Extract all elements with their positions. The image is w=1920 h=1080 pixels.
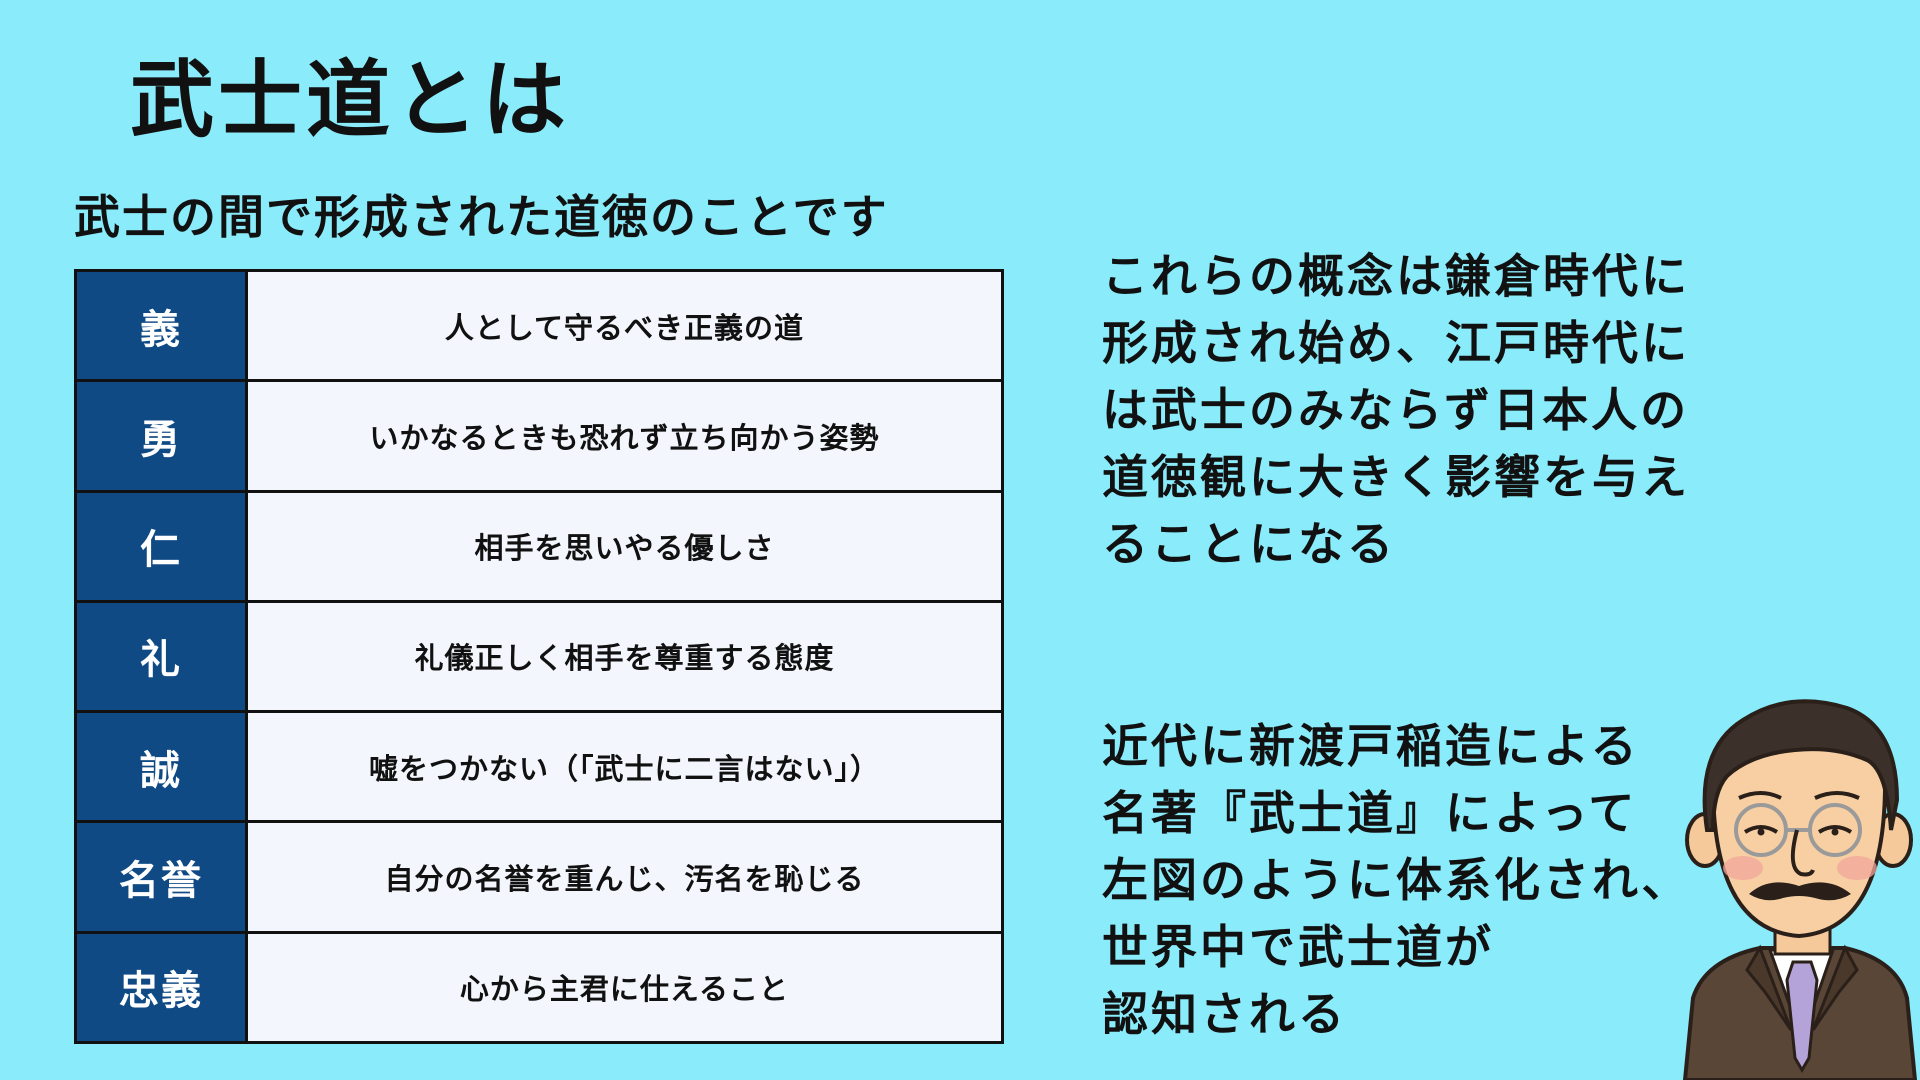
paragraph-line: 世界中で武士道が (1102, 920, 1494, 974)
virtues-table: 義 人として守るべき正義の道 勇 いかなるときも恐れず立ち向かう姿勢 仁 相手を… (74, 268, 1004, 1045)
virtue-description: 礼儀正しく相手を尊重する態度 (245, 599, 1004, 714)
table-row: 義 人として守るべき正義の道 (74, 268, 1004, 383)
paragraph-line: これらの概念は鎌倉時代に (1102, 249, 1690, 303)
paragraph-line: 形成され始め、江戸時代に (1102, 316, 1690, 370)
nitobe-portrait-icon (1682, 699, 1918, 1080)
virtue-description: 人として守るべき正義の道 (245, 268, 1004, 383)
virtue-term: 礼 (74, 599, 248, 714)
paragraph-line: 認知される (1102, 987, 1347, 1041)
virtue-term: 義 (74, 268, 248, 383)
table-row: 忠義 心から主君に仕えること (74, 930, 1004, 1045)
virtue-description: 自分の名誉を重んじ、汚名を恥じる (245, 820, 1004, 934)
table-row: 誠 嘘をつかない（「武士に二言はない」） (74, 710, 1004, 824)
virtue-description: 心から主君に仕えること (245, 930, 1004, 1045)
table-row: 仁 相手を思いやる優しさ (74, 489, 1004, 603)
table-row: 名誉 自分の名誉を重んじ、汚名を恥じる (74, 820, 1004, 934)
paragraph-line: 道徳観に大きく影響を与え (1102, 450, 1690, 504)
virtue-description: 嘘をつかない（「武士に二言はない」） (245, 710, 1004, 824)
nitobe-paragraph: 近代に新渡戸稲造による 名著『武士道』によって 左図のように体系化され、 世界中… (1102, 713, 1691, 1048)
virtue-term: 名誉 (74, 820, 248, 934)
table-row: 礼 礼儀正しく相手を尊重する態度 (74, 599, 1004, 714)
slide-title: 武士道とは (130, 51, 571, 149)
table-row: 勇 いかなるときも恐れず立ち向かう姿勢 (74, 379, 1004, 493)
paragraph-line: ることになる (1102, 517, 1396, 571)
virtue-term: 忠義 (74, 930, 248, 1045)
virtue-term: 誠 (74, 710, 248, 824)
paragraph-line: 左図のように体系化され、 (1102, 853, 1691, 907)
paragraph-line: は武士のみならず日本人の (1102, 383, 1690, 437)
slide-subtitle: 武士の間で形成された道徳のことです (74, 190, 889, 244)
paragraph-line: 近代に新渡戸稲造による (1102, 719, 1640, 773)
virtue-description: いかなるときも恐れず立ち向かう姿勢 (245, 379, 1004, 493)
virtue-term: 仁 (74, 489, 248, 603)
virtue-term: 勇 (74, 379, 248, 493)
paragraph-line: 名著『武士道』によって (1102, 786, 1638, 840)
history-paragraph: これらの概念は鎌倉時代に 形成され始め、江戸時代に は武士のみならず日本人の 道… (1102, 243, 1742, 578)
virtue-description: 相手を思いやる優しさ (245, 489, 1004, 603)
